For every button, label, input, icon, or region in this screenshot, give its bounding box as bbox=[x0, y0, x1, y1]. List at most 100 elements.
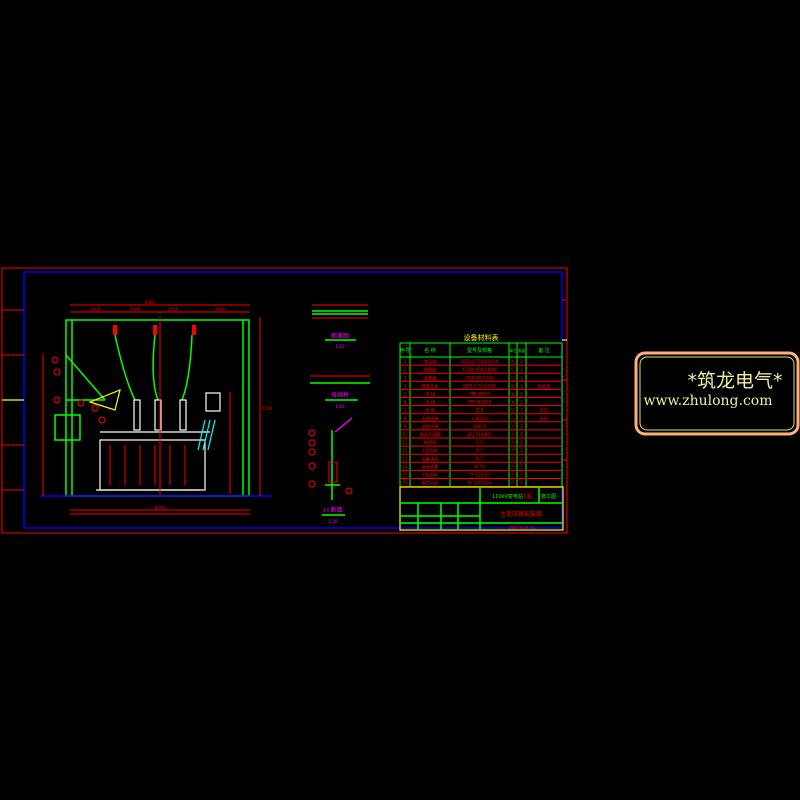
view3-scale: 1:20 bbox=[329, 519, 338, 524]
table-cell-model: LCJ-110W/2 bbox=[467, 432, 491, 437]
table-cell-name: 绝 缘 bbox=[425, 407, 436, 413]
table-header-cell: 型号及规格 bbox=[467, 347, 492, 354]
table-cell-unit: 个 bbox=[511, 424, 516, 429]
table-cell-model: L-60GS bbox=[472, 416, 487, 421]
table-cell-no: 5 bbox=[404, 392, 407, 397]
table-cell-unit: 只 bbox=[511, 481, 515, 487]
table-cell-name: 母 线 bbox=[425, 399, 436, 406]
table-cell-model: TMY-80X8 bbox=[468, 392, 490, 397]
table-cell-qty: 1 bbox=[520, 367, 523, 372]
title-block: 110kV变电站 工程 施工图 主变压器安装图 D0074-24-02 bbox=[399, 486, 564, 531]
table-cell-name: 隔离开关 bbox=[422, 382, 439, 389]
table-cell-note: 支柱 bbox=[540, 407, 549, 414]
transformer-elevation: 9000 2000 2500 2500 2000 6500 8 bbox=[40, 300, 273, 515]
table-cell-unit: 个 bbox=[511, 440, 516, 445]
table-cell-qty: 3 bbox=[520, 375, 523, 380]
table-cell-name: 避雷器 bbox=[424, 374, 437, 381]
table-cell-unit: 个 bbox=[511, 432, 516, 437]
table-cell-model: SFZ10-75000/110 bbox=[461, 359, 499, 364]
table-cell-name: 支柱绝缘 bbox=[422, 415, 440, 422]
table-cell-model: XGU-3 bbox=[473, 424, 487, 429]
table-header-cell: 单位 bbox=[510, 348, 518, 353]
table-cell-name: 设备线夹 bbox=[422, 455, 439, 462]
dim-total: 9000 bbox=[145, 300, 156, 305]
busbar-views: 断面图 1:20 母线桥 1:20 Ⅰ-Ⅰ 断面 1:20 bbox=[308, 304, 370, 524]
view1-title: 断面图 bbox=[331, 332, 349, 340]
table-cell-qty: 1 bbox=[520, 424, 523, 429]
watermark-url: www.zhulong.com bbox=[643, 393, 772, 409]
table-cell-qty: 1 bbox=[520, 432, 523, 437]
table-cell-qty: 1 bbox=[520, 456, 523, 461]
table-cell-qty: 2 bbox=[520, 448, 523, 453]
table-cell-name: 变压器 bbox=[424, 358, 437, 365]
table-cell-name: L型线夹 bbox=[423, 447, 438, 454]
project-stage: 工程 bbox=[522, 493, 532, 500]
dim-3: 2500 bbox=[168, 307, 179, 312]
table-cell-unit: 只 bbox=[511, 375, 515, 381]
zhulong-watermark: *筑龙电气* www.zhulong.com bbox=[634, 351, 800, 436]
table-cell-model: W-7A bbox=[474, 464, 485, 469]
drawing-type: 施工图 bbox=[541, 493, 556, 500]
table-cell-unit: 个 bbox=[511, 464, 516, 469]
view2-scale: 1:20 bbox=[336, 404, 345, 409]
table-cell-qty: 1 bbox=[520, 416, 523, 421]
table-cell-model: Y10W-100/260W bbox=[461, 367, 497, 372]
table-cell-model: ZL6 bbox=[476, 408, 484, 413]
table-cell-model: TMY-80X10 bbox=[467, 400, 492, 405]
table-cell-no: 2 bbox=[404, 367, 407, 372]
table-cell-no: 12 bbox=[402, 448, 408, 453]
table-cell-unit: 台 bbox=[511, 358, 515, 365]
table-cell-no: 10 bbox=[402, 432, 408, 437]
dim-height: 6500 bbox=[262, 406, 273, 411]
table-cell-name: 钢芯铝绞 bbox=[422, 480, 439, 487]
table-cell-no: 14 bbox=[402, 464, 408, 469]
table-cell-qty: 1 bbox=[520, 408, 523, 413]
drawing-name: 主变压器安装图 bbox=[500, 510, 542, 518]
table-cell-model: Y5W-100/260 bbox=[464, 375, 493, 380]
dim-base: 8600 bbox=[155, 505, 166, 510]
table-cell-name: 电流互感器 bbox=[420, 431, 442, 438]
table-cell-name: 避雷器 bbox=[424, 366, 437, 373]
table-cell-qty: 1 bbox=[520, 392, 523, 397]
table-cell-qty: 1 bbox=[520, 481, 523, 486]
drawing-number: D0074-24-02 bbox=[509, 525, 536, 530]
table-cell-unit: 只 bbox=[511, 416, 515, 422]
table-cell-no: 13 bbox=[402, 456, 408, 461]
table-cell-unit: 米 bbox=[511, 391, 516, 398]
table-header-cell: 数量 bbox=[518, 348, 526, 353]
table-cell-name: 母 线 bbox=[425, 391, 436, 398]
table-cell-unit: 个 bbox=[511, 473, 516, 478]
table-cell-no: 6 bbox=[404, 400, 407, 405]
view1-scale: 1:20 bbox=[336, 344, 345, 349]
view2-title: 母线桥 bbox=[331, 391, 349, 399]
table-cell-no: 1 bbox=[404, 359, 407, 364]
table-title: 设备材料表 bbox=[464, 333, 499, 342]
table-cell-note: 附机构 bbox=[538, 382, 551, 389]
project-name: 110kV变电站 bbox=[492, 493, 523, 500]
dim-1: 2000 bbox=[90, 307, 101, 312]
table-cell-model: B-7 bbox=[476, 448, 483, 453]
table-cell-model: TY-120/20 bbox=[468, 473, 490, 478]
watermark-brand: *筑龙电气* bbox=[687, 370, 782, 392]
table-cell-model: GW13-72.5/630 bbox=[463, 383, 496, 388]
table-cell-name: 放电间隙 bbox=[422, 423, 440, 430]
table-cell-no: 16 bbox=[402, 481, 408, 486]
table-cell-unit: 组 bbox=[511, 382, 515, 388]
table-cell-model: 2-7 bbox=[476, 440, 483, 445]
table-cell-no: 8 bbox=[404, 416, 407, 421]
table-cell-qty: 1 bbox=[520, 473, 523, 478]
table-cell-qty: 1 bbox=[520, 464, 523, 469]
table-cell-name: 接地装置 bbox=[422, 463, 439, 470]
table-cell-qty: 1 bbox=[520, 440, 523, 445]
table-cell-unit: 米 bbox=[511, 399, 516, 406]
table-cell-qty: 1 bbox=[520, 400, 523, 405]
table-cell-no: 3 bbox=[404, 375, 407, 380]
table-cell-model: SY-120/20A bbox=[468, 481, 492, 486]
table-cell-unit: 只 bbox=[511, 367, 515, 373]
view3-title: Ⅰ-Ⅰ 断面 bbox=[323, 506, 343, 514]
table-cell-unit: 只 bbox=[511, 408, 515, 414]
table-cell-unit: 个 bbox=[511, 456, 516, 461]
table-cell-note: 支柱 bbox=[540, 415, 549, 422]
